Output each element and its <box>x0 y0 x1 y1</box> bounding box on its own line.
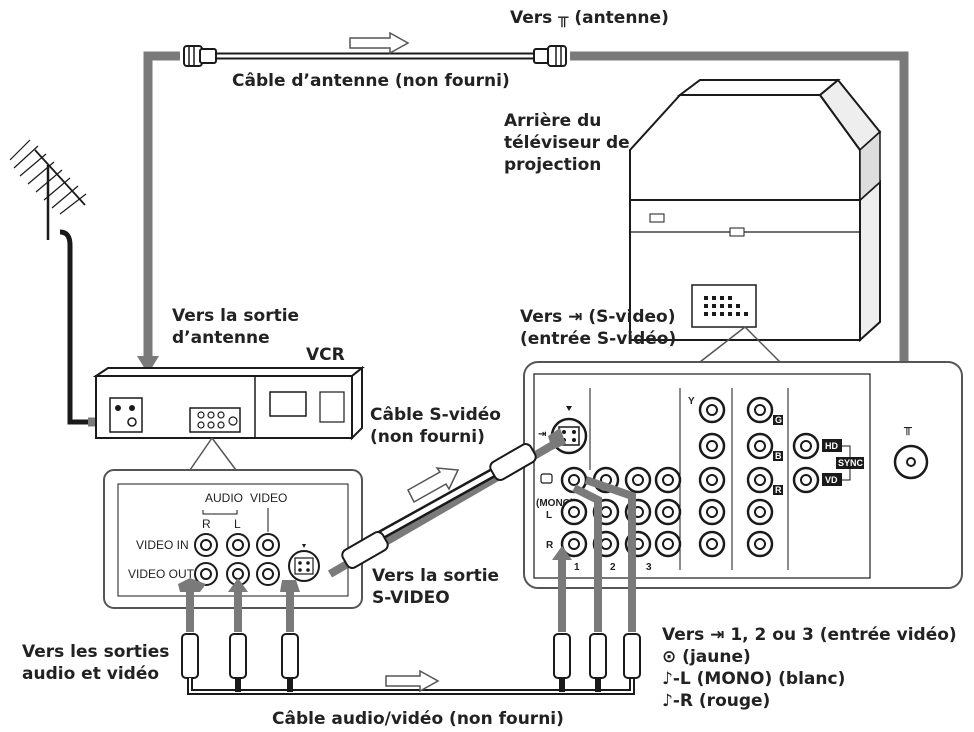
label-vers-svideo-1: Vers ⇥ (S-video) <box>520 307 676 327</box>
vcr-detail-panel: AUDIO VIDEO R L VIDEO IN VIDEO OUT <box>103 469 363 609</box>
vcr-video-out-label: VIDEO OUT <box>128 567 195 581</box>
vcr-l-label: L <box>234 517 241 531</box>
tv-g-label: G <box>775 415 782 425</box>
label-cable-av: Câble audio/vidéo (non fourni) <box>272 709 564 729</box>
label-cable-svideo-2: (non fourni) <box>370 427 485 447</box>
tv-input-panel: ⇥ (MONO) L R 1 <box>523 361 963 589</box>
vcr-r-label: R <box>202 517 211 531</box>
label-vers-sortie-antenne-2: d’antenne <box>172 328 270 348</box>
tv-l-label: L <box>546 510 552 521</box>
tv-hd-label: HD <box>825 441 838 451</box>
vcr-unit <box>92 365 365 471</box>
tv-input2-label: 2 <box>610 562 616 573</box>
label-arriere-3: projection <box>504 155 602 175</box>
label-vers-sortie-antenne-1: Vers la sortie <box>172 306 300 326</box>
svg-text:╥: ╥ <box>903 421 912 436</box>
label-rouge: ♪-R (rouge) <box>662 691 771 711</box>
tv-input3-label: 3 <box>646 562 652 573</box>
label-vers-sortie-svideo-1: Vers la sortie <box>372 566 500 586</box>
label-arriere-2: téléviseur de <box>504 133 630 153</box>
vcr-video-in-label: VIDEO IN <box>136 538 189 552</box>
label-cable-antenne: Câble d’antenne (non fourni) <box>232 71 510 91</box>
tv-y-label: Y <box>688 396 695 407</box>
av-cable <box>178 476 641 695</box>
tv-b-label: B <box>775 451 782 461</box>
video-input-icon: ⊙ <box>662 647 683 667</box>
label-vers-sortie-svideo-2: S-VIDEO <box>372 588 450 608</box>
label-jaune-text: (jaune) <box>682 647 751 667</box>
label-arriere-1: Arrière du <box>504 111 602 131</box>
svg-text:⇥: ⇥ <box>538 429 546 440</box>
label-vers-sorties-av-2: audio et vidéo <box>22 664 160 684</box>
label-jaune: ⊙ (jaune) <box>662 647 751 668</box>
vcr-video-label: VIDEO <box>250 491 287 505</box>
svideo-cable <box>327 428 566 578</box>
tv-sync-label: SYNC <box>838 458 864 468</box>
tv-mono-label: (MONO) <box>536 498 574 509</box>
tv-r-label: R <box>546 540 554 551</box>
label-mono-blanc: ♪-L (MONO) (blanc) <box>662 669 846 689</box>
tv-input1-label: 1 <box>574 562 580 573</box>
vcr-audio-label: AUDIO <box>205 491 243 505</box>
label-vcr: VCR <box>306 345 345 365</box>
label-vers-sorties-av-1: Vers les sorties <box>22 642 170 662</box>
label-vers-svideo-2: (entrée S-vidéo) <box>520 329 677 349</box>
label-vers-entree-video: Vers ⇥ 1, 2 ou 3 (entrée vidéo) <box>662 625 957 645</box>
label-vers-antenne: Vers ╥ (antenne) <box>510 8 669 28</box>
projection-tv-rear <box>629 78 882 363</box>
tv-rbox-label: R <box>775 485 782 495</box>
label-cable-svideo-1: Câble S-vidéo <box>370 405 501 425</box>
tv-vd-label: VD <box>825 475 838 485</box>
